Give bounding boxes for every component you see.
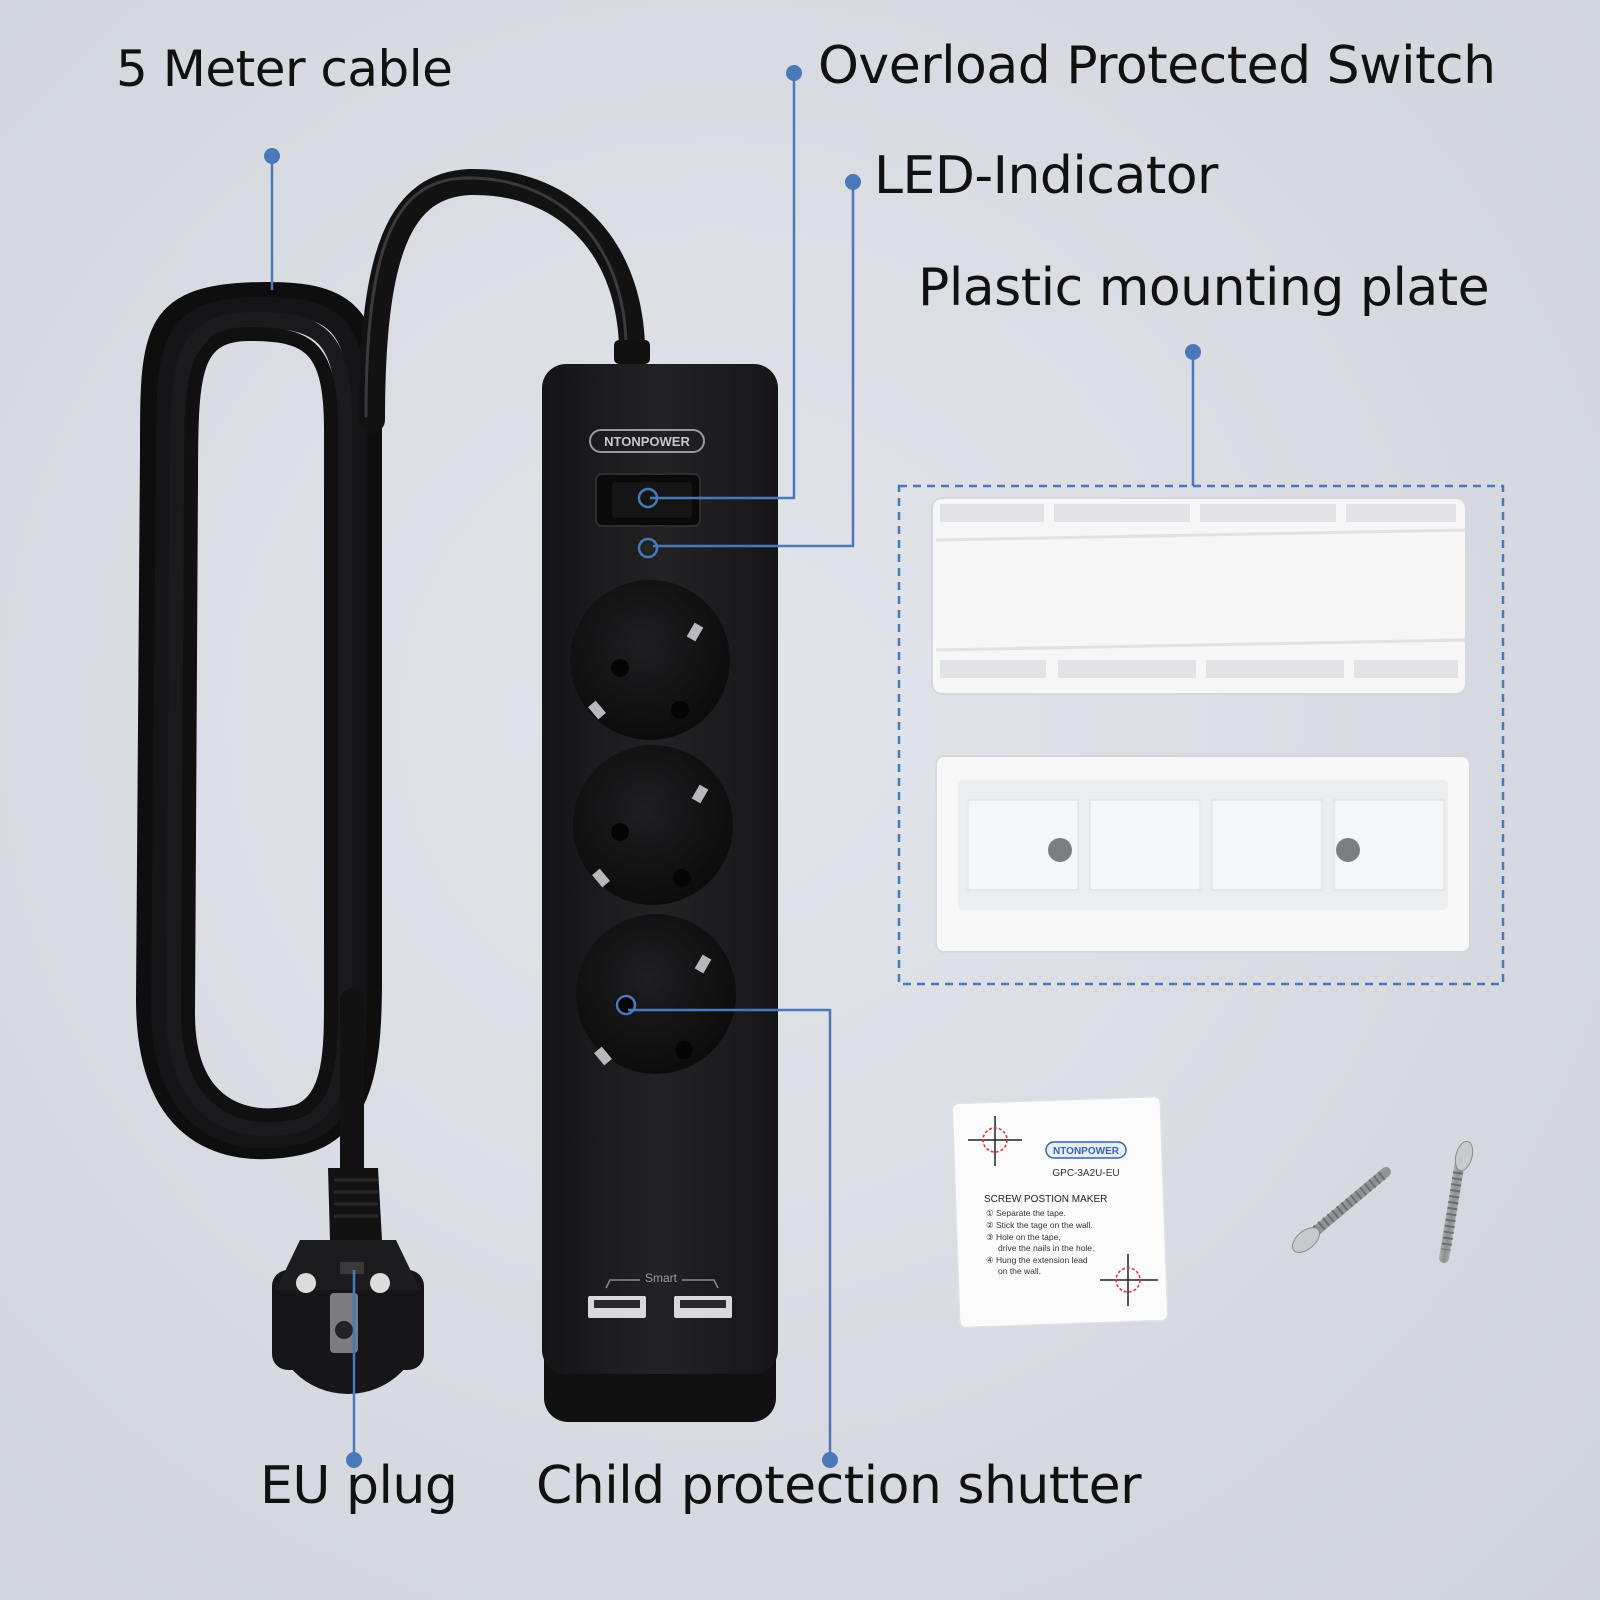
label-plug: EU plug	[260, 1456, 458, 1516]
sticker-step-3: ③ Hole on the tape,	[986, 1232, 1061, 1242]
screw-2	[1439, 1140, 1474, 1263]
socket-1	[570, 580, 730, 740]
sticker-title: SCREW POSTION MAKER	[984, 1194, 1107, 1205]
callout-dots	[264, 65, 1201, 1468]
screw-1	[1291, 1167, 1391, 1253]
sticker-step-2: ② Stick the tage on the wall.	[986, 1220, 1093, 1230]
sticker-step-1: ① Separate the tape.	[986, 1208, 1066, 1218]
sticker-model: GPC-3A2U-EU	[1052, 1168, 1119, 1179]
usb-label: Smart	[645, 1271, 678, 1285]
coiled-cable	[135, 168, 645, 1192]
mounting-plate-frame	[897, 484, 1505, 986]
eu-plug	[272, 1168, 424, 1394]
brand-logo-text: NTONPOWER	[604, 434, 690, 449]
label-cable: 5 Meter cable	[116, 40, 453, 98]
callout-target-rings	[615, 487, 659, 1016]
label-switch: Overload Protected Switch	[818, 36, 1496, 96]
mounting-plate-rail	[931, 497, 1467, 695]
label-plate: Plastic mounting plate	[918, 258, 1490, 318]
sticker-step-4-cont: on the wall.	[998, 1266, 1041, 1276]
callout-lines	[270, 73, 1195, 1460]
socket-2	[573, 745, 733, 905]
led-indicator	[643, 543, 653, 553]
cable-strain-relief	[614, 340, 650, 364]
socket-3	[576, 914, 736, 1074]
sticker-step-4: ④ Hung the extension lead	[986, 1255, 1088, 1265]
brand-logo	[589, 429, 705, 453]
sticker-brand: NTONPOWER	[1053, 1146, 1120, 1157]
sticker-step-3-cont: drive the nails in the hole.	[998, 1243, 1094, 1253]
label-shutter: Child protection shutter	[536, 1456, 1142, 1516]
screw-position-sticker: NTONPOWER GPC-3A2U-EU SCREW POSTION MAKE…	[951, 1095, 1169, 1329]
label-led: LED-Indicator	[874, 146, 1218, 206]
mounting-plate-base	[935, 755, 1471, 953]
power-strip: NTONPOWER Smart	[542, 364, 778, 1422]
